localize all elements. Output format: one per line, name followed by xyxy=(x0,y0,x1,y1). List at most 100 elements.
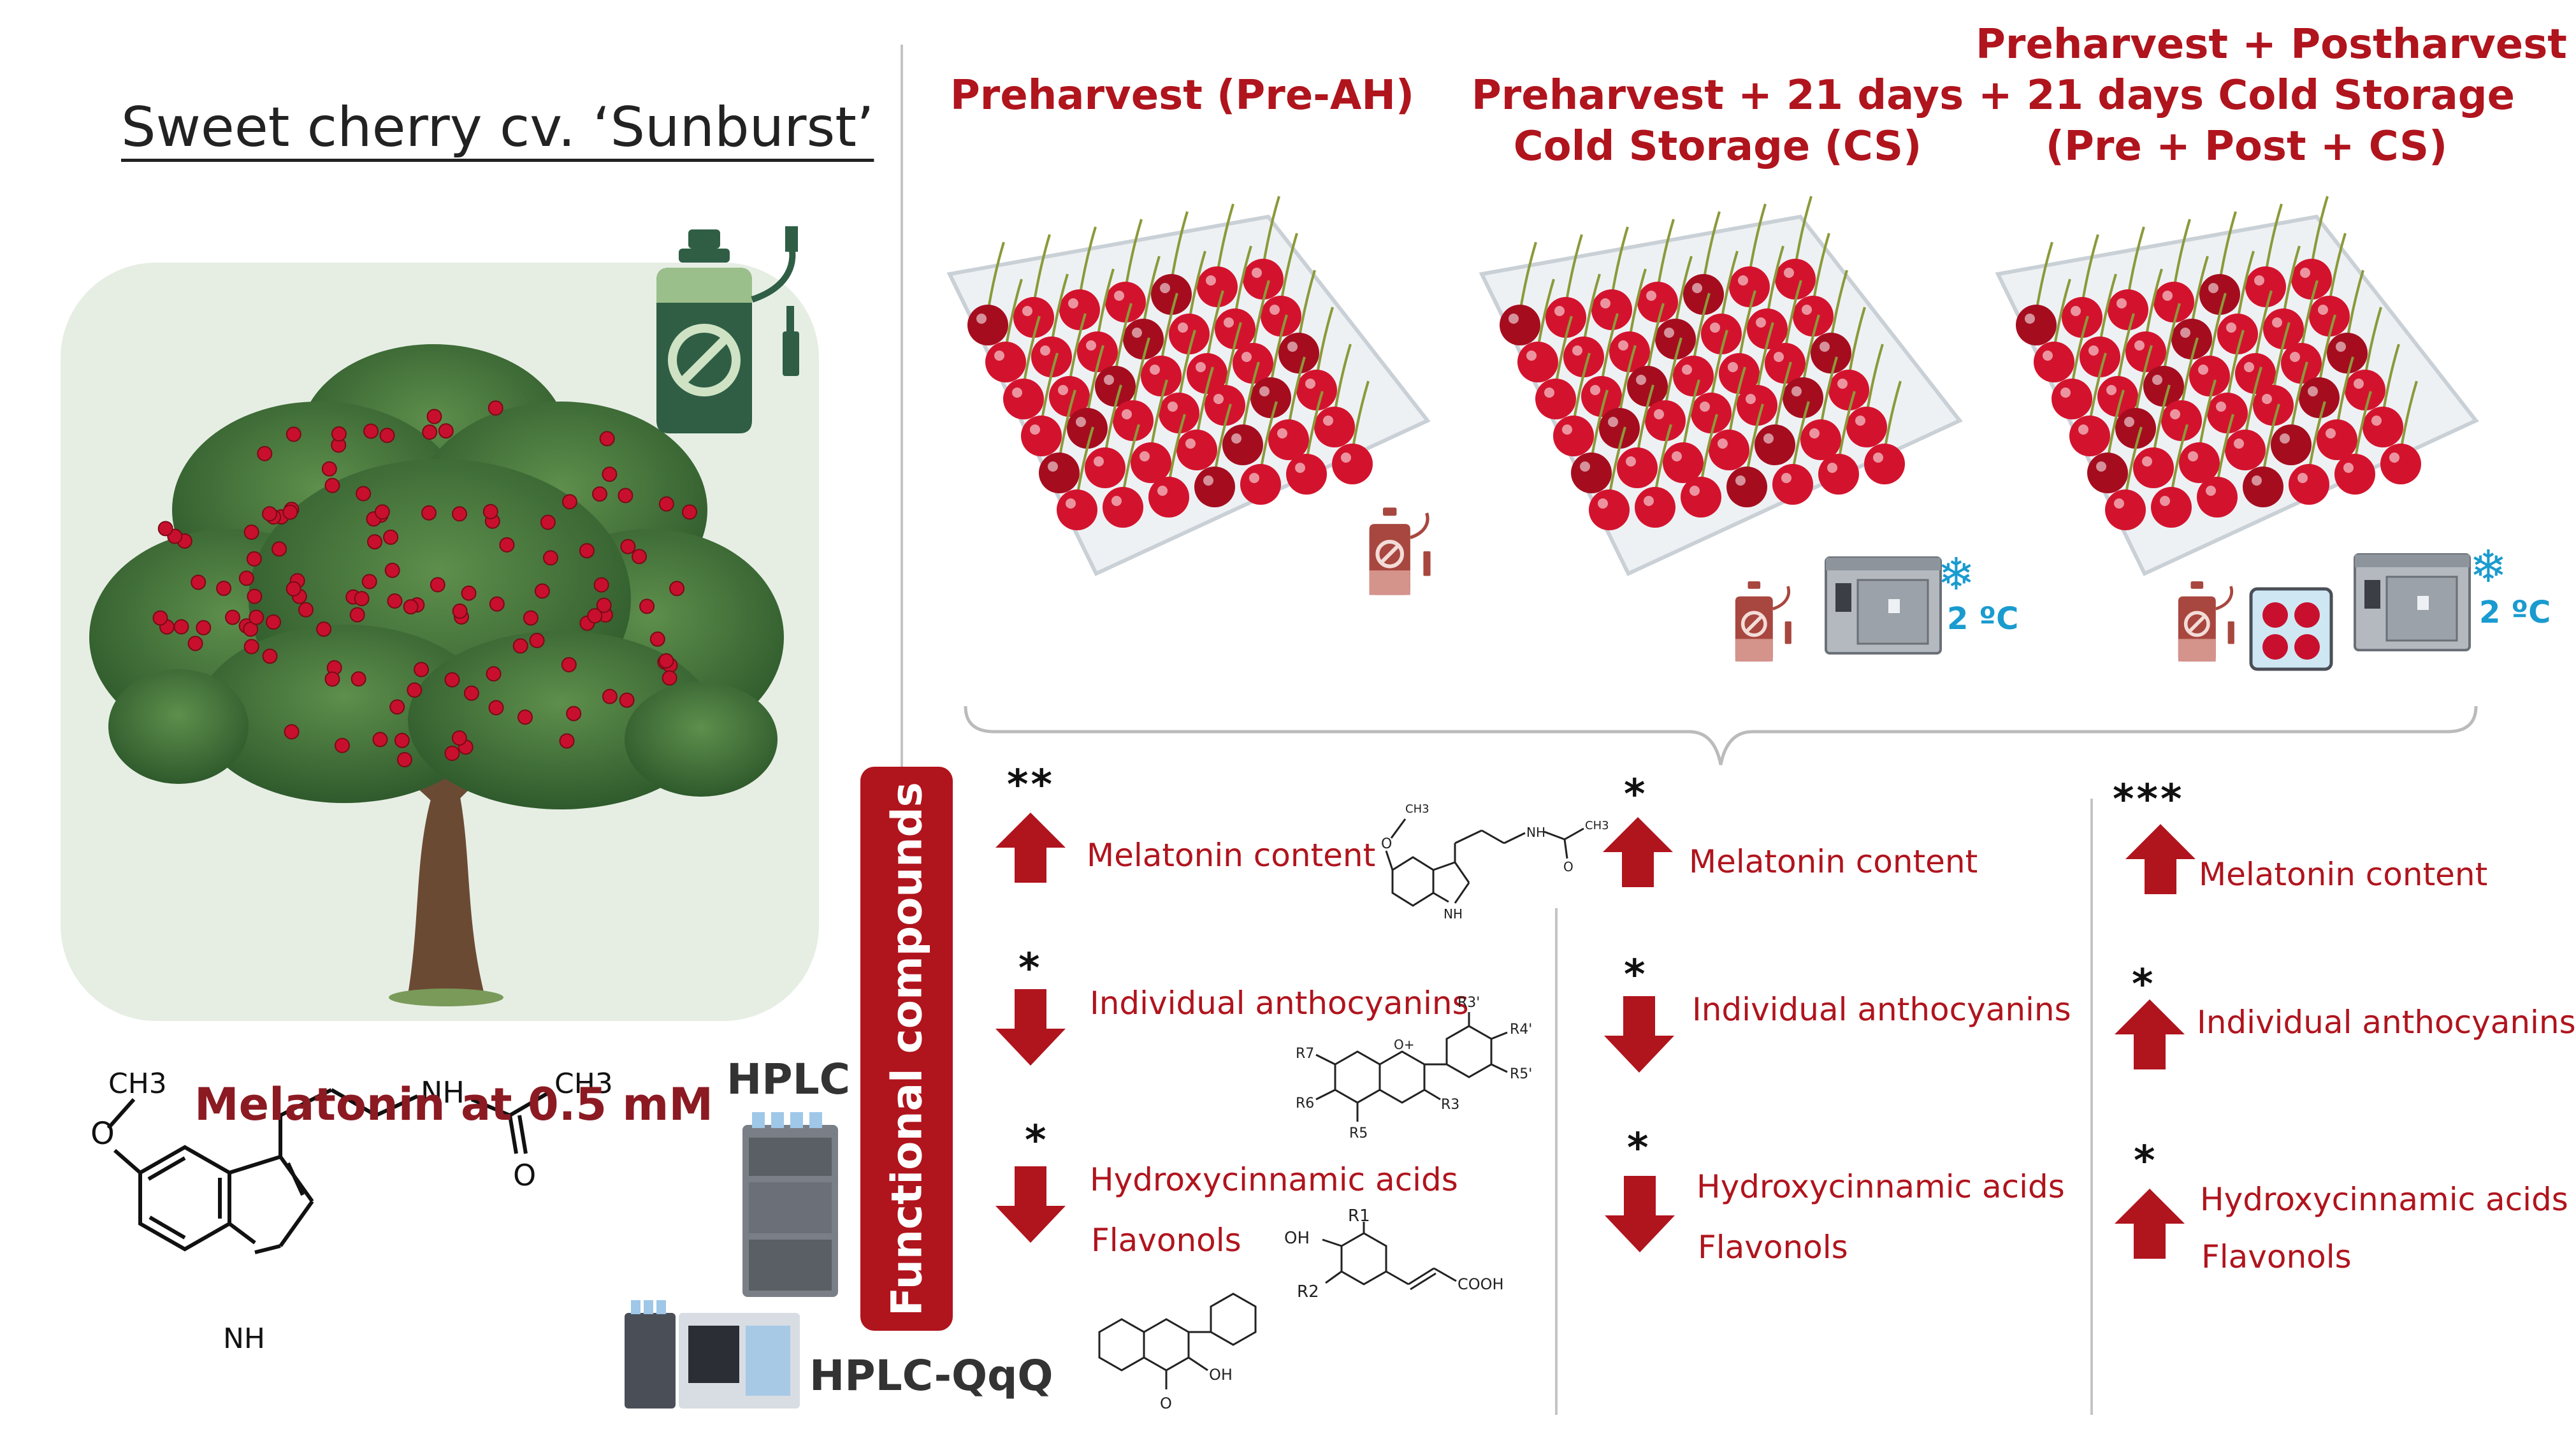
condition-3-title: Preharvest + Postharvest + 21 days Cold … xyxy=(1976,19,2567,172)
cherry-highlight xyxy=(2152,375,2162,385)
cherry-fruit xyxy=(335,737,350,753)
cherry-fruit xyxy=(1719,353,1760,394)
cherry-tray-2 xyxy=(1479,196,1963,576)
cherry-fruit xyxy=(2197,477,2238,518)
cherry-highlight xyxy=(2280,433,2290,444)
cherry-highlight xyxy=(1178,322,1188,333)
cherry-fruit xyxy=(1775,259,1816,300)
cherry-fruit xyxy=(1021,416,1062,456)
cherry-stem xyxy=(1646,303,1665,374)
cherry-stem xyxy=(987,242,1005,313)
cherry-fruit xyxy=(243,639,259,655)
carbonyl-oxygen-label: O xyxy=(513,1158,536,1192)
cherry-highlight xyxy=(2096,461,2106,472)
cherry-fruit xyxy=(286,426,301,442)
sprayer-icon xyxy=(656,226,799,433)
cherry-fruit xyxy=(1737,385,1777,426)
cherry-stem xyxy=(1178,330,1196,401)
cherry-fruit xyxy=(1085,447,1125,488)
cherry-highlight xyxy=(1241,352,1252,362)
cherry-fruit xyxy=(579,543,595,559)
r3p-label: R3' xyxy=(1458,995,1480,1011)
cherry-stem xyxy=(1848,307,1866,378)
cherry-stem xyxy=(2127,226,2145,298)
cherry-highlight xyxy=(1827,463,1837,473)
cherry-fruit xyxy=(649,631,665,647)
cherry-fruit xyxy=(2253,385,2294,426)
condition-2-title-line-2: Cold Storage (CS) xyxy=(1513,123,1922,170)
cherry-highlight xyxy=(1746,394,1756,404)
cherry-stem xyxy=(2318,314,2336,386)
cherry-fruit xyxy=(430,577,445,593)
cherry-fruit xyxy=(1240,464,1281,505)
cherry-tray-1 xyxy=(946,196,1431,576)
cherry-stem xyxy=(2226,330,2245,401)
hplc-label: HPLC xyxy=(727,1055,851,1104)
cherry-stem xyxy=(1608,426,1626,498)
cherry-stem xyxy=(1050,273,1069,345)
cherry-fruit xyxy=(383,529,399,545)
cherry-stem xyxy=(1224,322,1242,393)
cherry-highlight xyxy=(1572,345,1582,356)
c3-r1-arrow-icon xyxy=(2125,824,2196,894)
cherry-stem xyxy=(1160,293,1178,364)
cherry-fruit xyxy=(1571,453,1612,493)
cherry-fruit xyxy=(1113,400,1154,441)
cherry-stem xyxy=(1104,384,1122,456)
cherry-stem xyxy=(1820,356,1838,428)
cherry-fruit xyxy=(2125,331,2166,372)
cherry-fruit xyxy=(2299,377,2340,418)
cherry-stem xyxy=(1794,196,1813,267)
small-acetyl-ch3-label: CH3 xyxy=(1585,819,1609,832)
cold-chamber-icon-2 xyxy=(2354,553,2471,651)
cherry-stem xyxy=(2170,424,2189,495)
cherry-stem xyxy=(1252,280,1270,351)
cherry-highlight xyxy=(2262,394,2272,404)
c2-r2-label: Individual anthocyanins xyxy=(1692,991,2071,1028)
cherry-stem xyxy=(1692,293,1711,364)
cherry-highlight xyxy=(1323,416,1333,426)
cherry-stem xyxy=(1812,233,1830,304)
cherry-fruit xyxy=(361,574,377,590)
cherry-fruit xyxy=(2105,489,2146,530)
cherry-highlight xyxy=(1690,486,1700,496)
cherry-stem xyxy=(2300,280,2319,351)
cherry-stem xyxy=(1720,250,1739,322)
cherry-fruit xyxy=(1031,337,1072,377)
cherry-fruit xyxy=(2171,319,2212,359)
cherry-highlight xyxy=(1022,306,1032,316)
cherry-stem xyxy=(2035,242,2053,313)
cherry-highlight xyxy=(1710,322,1720,333)
cherry-fruit xyxy=(2317,419,2357,460)
cherry-stem xyxy=(2328,233,2347,304)
cherry-fruit xyxy=(1553,416,1594,456)
cherry-highlight xyxy=(1820,342,1830,352)
cherry-stem xyxy=(2198,379,2217,451)
cherry-fruit xyxy=(2143,366,2184,407)
snowflake-icon-2: ❄ xyxy=(2470,540,2507,593)
cherry-stem xyxy=(1142,256,1161,327)
cherry-fruit xyxy=(1332,444,1373,484)
cherry-stem xyxy=(1168,414,1186,485)
cherry-fruit xyxy=(1535,379,1576,419)
cherry-stem xyxy=(1837,391,1856,462)
cherry-fruit xyxy=(523,610,539,626)
cherry-highlight xyxy=(1040,345,1050,356)
cherry-fruit xyxy=(349,607,365,623)
cherry-fruit xyxy=(669,581,685,597)
c3-r1-label: Melatonin content xyxy=(2199,856,2488,893)
cherry-fruit xyxy=(658,653,674,669)
cherry-stem xyxy=(1774,361,1792,433)
cherry-highlight xyxy=(2043,351,2053,361)
cherry-fruit xyxy=(243,525,259,540)
cherry-fruit xyxy=(1681,477,1721,518)
cherry-highlight xyxy=(2343,463,2354,473)
cherry-fruit xyxy=(452,603,468,619)
cherry-fruit xyxy=(1726,467,1767,507)
c3-r3-significance: * xyxy=(2134,1138,2158,1185)
cherry-fruit xyxy=(316,621,332,637)
cherry-fruit xyxy=(1148,477,1189,518)
cherry-fruit xyxy=(1846,407,1887,447)
cherry-fruit xyxy=(2051,379,2092,419)
cherry-highlight xyxy=(2244,362,2254,372)
